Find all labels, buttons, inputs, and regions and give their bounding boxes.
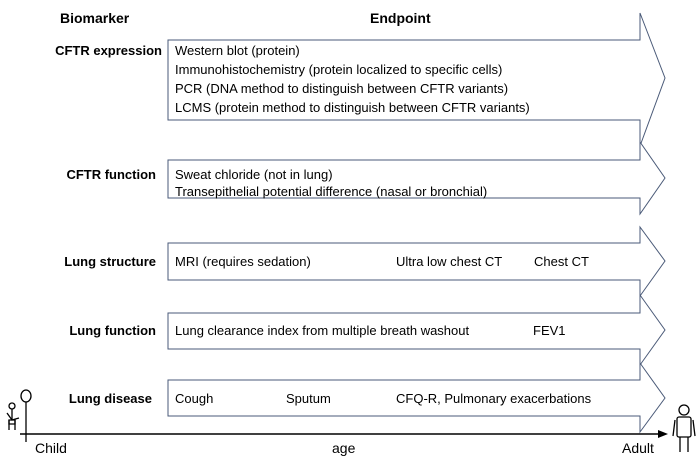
endpoint-cough: Cough	[175, 391, 214, 406]
child-icon	[6, 389, 32, 442]
arrow-lung-function	[167, 293, 666, 367]
arrow-cftr-expression	[167, 12, 666, 147]
biomarker-cftr-expression: CFTR expression	[55, 43, 162, 58]
endpoint-lung-clearance-index: Lung clearance index from multiple breat…	[175, 323, 470, 338]
biomarker-cftr-function: CFTR function	[66, 167, 156, 182]
endpoint-sputum: Sputum	[286, 391, 331, 406]
endpoint-mri: MRI (requires sedation)	[175, 254, 311, 269]
endpoint-western-blot: Western blot (protein)	[175, 43, 300, 58]
biomarker-lung-disease: Lung disease	[68, 391, 152, 406]
axis-label-child: Child	[35, 440, 67, 456]
endpoint-chest-ct: Chest CT	[534, 254, 589, 269]
axis-label-age: age	[332, 440, 356, 456]
endpoint-pcr: PCR (DNA method to distinguish between C…	[175, 81, 509, 96]
endpoint-cfqr-exacerbations: CFQ-R, Pulmonary exacerbations	[396, 391, 592, 406]
arrow-lung-structure	[167, 225, 666, 298]
endpoint-fev1: FEV1	[533, 323, 566, 338]
endpoint-transepithelial: Transepithelial potential difference (na…	[175, 184, 488, 199]
biomarker-header: Biomarker	[60, 10, 130, 26]
arrow-cftr-function	[167, 140, 666, 216]
endpoint-immunohistochemistry: Immunohistochemistry (protein localized …	[175, 62, 503, 77]
age-axis-arrowhead	[658, 430, 668, 438]
arrow-lung-disease	[167, 361, 666, 434]
endpoint-lcms: LCMS (protein method to distinguish betw…	[175, 100, 530, 115]
endpoint-header: Endpoint	[370, 10, 431, 26]
endpoint-sweat-chloride: Sweat chloride (not in lung)	[175, 167, 333, 182]
biomarker-lung-function: Lung function	[69, 323, 156, 338]
axis-label-adult: Adult	[622, 440, 654, 456]
adult-icon	[672, 404, 696, 452]
biomarker-lung-structure: Lung structure	[64, 254, 156, 269]
endpoint-ultra-low-chest-ct: Ultra low chest CT	[396, 254, 503, 269]
